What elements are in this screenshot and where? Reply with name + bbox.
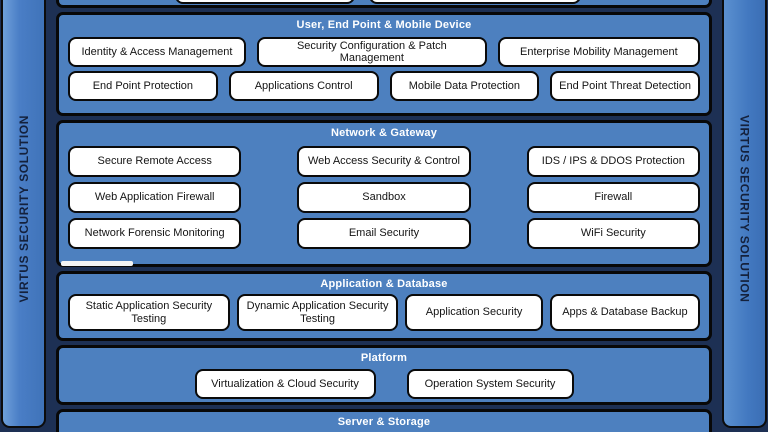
- box-ids-ips-ddos-protection: IDS / IPS & DDOS Protection: [526, 146, 700, 177]
- box-network-forensic-monitoring: Network Forensic Monitoring: [68, 218, 242, 249]
- box-web-access-security-control: Web Access Security & Control: [297, 146, 471, 177]
- box-identity-access-management: Identity & Access Management: [68, 37, 246, 67]
- section-server-storage: Server & Storage: [56, 409, 712, 432]
- section-application-database: Application & Database Static Applicatio…: [56, 271, 712, 341]
- section-title-network-gateway: Network & Gateway: [330, 127, 438, 139]
- box-apps-database-backup: Apps & Database Backup: [549, 294, 700, 331]
- right-banner: VIRTUS SECURITY SOLUTION: [722, 0, 767, 428]
- box-wifi-security: WiFi Security: [526, 218, 700, 249]
- box-sandbox: Sandbox: [297, 182, 471, 213]
- platform-row-1: Virtualization & Cloud Security Operatio…: [59, 369, 709, 399]
- network-row-1: Secure Remote Access Web Access Security…: [59, 146, 709, 177]
- section-platform: Platform Virtualization & Cloud Security…: [56, 345, 712, 405]
- box-static-application-security-testing: Static Application Security Testing: [68, 294, 230, 331]
- box-end-point-threat-detection: End Point Threat Detection: [550, 71, 700, 101]
- box-operation-system-security: Operation System Security: [406, 369, 574, 399]
- box-web-application-firewall: Web Application Firewall: [68, 182, 242, 213]
- user-endpoint-row-1: Identity & Access Management Security Co…: [59, 37, 709, 67]
- box-email-security: Email Security: [297, 218, 471, 249]
- network-row-2: Web Application Firewall Sandbox Firewal…: [59, 182, 709, 213]
- section-title-user-endpoint: User, End Point & Mobile Device: [296, 19, 472, 31]
- right-banner-label: VIRTUS SECURITY SOLUTION: [737, 115, 752, 303]
- section-top-cutoff: [56, 0, 712, 8]
- box-firewall: Firewall: [526, 182, 700, 213]
- box-enterprise-mobility-management: Enterprise Mobility Management: [497, 37, 700, 67]
- box-mobile-data-protection: Mobile Data Protection: [389, 71, 540, 101]
- section-title-server-storage: Server & Storage: [337, 416, 431, 428]
- section-network-gateway: Network & Gateway Secure Remote Access W…: [56, 120, 712, 267]
- box-end-point-protection: End Point Protection: [68, 71, 218, 101]
- section-title-application-database: Application & Database: [320, 278, 448, 290]
- box-application-security: Application Security: [405, 294, 543, 331]
- cutoff-box-left: [175, 0, 355, 4]
- box-virtualization-cloud-security: Virtualization & Cloud Security: [194, 369, 376, 399]
- left-banner: VIRTUS SECURITY SOLUTION: [1, 0, 46, 428]
- box-dynamic-application-security-testing: Dynamic Application Security Testing: [236, 294, 399, 331]
- box-secure-remote-access: Secure Remote Access: [68, 146, 242, 177]
- cutoff-box-right: [369, 0, 581, 4]
- user-endpoint-row-2: End Point Protection Applications Contro…: [59, 71, 709, 101]
- box-applications-control: Applications Control: [228, 71, 379, 101]
- box-security-configuration-patch-management: Security Configuration & Patch Managemen…: [256, 37, 487, 67]
- application-row-1: Static Application Security Testing Dyna…: [59, 294, 709, 331]
- section-title-platform: Platform: [360, 352, 408, 364]
- layer-stack: User, End Point & Mobile Device Identity…: [56, 0, 712, 432]
- left-banner-label: VIRTUS SECURITY SOLUTION: [16, 115, 31, 303]
- progress-bar-artifact: [61, 261, 133, 266]
- network-row-3: Network Forensic Monitoring Email Securi…: [59, 218, 709, 249]
- section-user-endpoint-mobile: User, End Point & Mobile Device Identity…: [56, 12, 712, 116]
